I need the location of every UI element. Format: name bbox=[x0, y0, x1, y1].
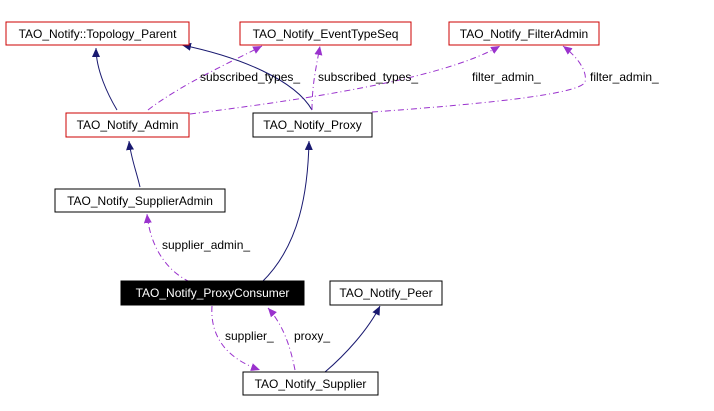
node-supplier-admin[interactable]: TAO_Notify_SupplierAdmin bbox=[54, 188, 226, 213]
node-admin[interactable]: TAO_Notify_Admin bbox=[65, 112, 190, 138]
node-event-type-seq-label: TAO_Notify_EventTypeSeq bbox=[253, 27, 399, 41]
node-proxy[interactable]: TAO_Notify_Proxy bbox=[252, 112, 373, 138]
node-event-type-seq[interactable]: TAO_Notify_EventTypeSeq bbox=[239, 21, 412, 46]
edge-supplier-uses-proxy-consumer bbox=[267, 307, 296, 371]
edge-label-supplier: supplier_ bbox=[225, 329, 274, 343]
node-peer-label: TAO_Notify_Peer bbox=[339, 286, 432, 300]
node-peer[interactable]: TAO_Notify_Peer bbox=[329, 280, 443, 306]
edge-label-supplier-admin: supplier_admin_ bbox=[162, 238, 250, 252]
node-supplier-label: TAO_Notify_Supplier bbox=[255, 377, 367, 391]
edge-proxy-consumer-uses-supplier-admin bbox=[143, 213, 191, 283]
node-proxy-consumer-label: TAO_Notify_ProxyConsumer bbox=[136, 286, 290, 300]
edge-proxy-consumer-to-proxy bbox=[261, 140, 313, 283]
node-filter-admin[interactable]: TAO_Notify_FilterAdmin bbox=[448, 21, 600, 46]
node-topology-parent[interactable]: TAO_Notify::Topology_Parent bbox=[5, 21, 190, 46]
node-admin-label: TAO_Notify_Admin bbox=[77, 118, 179, 132]
edge-admin-uses-filter-admin bbox=[189, 45, 501, 115]
node-proxy-consumer[interactable]: TAO_Notify_ProxyConsumer bbox=[120, 280, 305, 306]
edge-label-subscribed-types-proxy: subscribed_types_ bbox=[318, 70, 418, 84]
edge-label-proxy: proxy_ bbox=[294, 329, 330, 343]
edge-supplier-admin-to-admin bbox=[126, 140, 141, 188]
node-filter-admin-label: TAO_Notify_FilterAdmin bbox=[460, 27, 588, 41]
edge-proxy-uses-filter-admin bbox=[371, 45, 586, 113]
edge-proxy-to-topology-parent bbox=[181, 42, 313, 111]
node-supplier-admin-label: TAO_Notify_SupplierAdmin bbox=[67, 194, 213, 208]
edge-label-subscribed-types-admin: subscribed_types_ bbox=[200, 70, 300, 84]
edge-proxy-consumer-uses-supplier bbox=[211, 305, 261, 371]
edge-label-filter-admin-proxy: filter_admin_ bbox=[590, 70, 659, 84]
edge-supplier-to-peer bbox=[324, 305, 381, 373]
node-proxy-label: TAO_Notify_Proxy bbox=[263, 118, 361, 132]
node-topology-parent-label: TAO_Notify::Topology_Parent bbox=[19, 27, 178, 41]
node-supplier[interactable]: TAO_Notify_Supplier bbox=[242, 371, 379, 396]
edge-admin-to-topology-parent bbox=[92, 47, 118, 111]
edge-admin-uses-event-type-seq bbox=[147, 45, 263, 111]
edge-label-filter-admin-admin: filter_admin_ bbox=[472, 70, 541, 84]
